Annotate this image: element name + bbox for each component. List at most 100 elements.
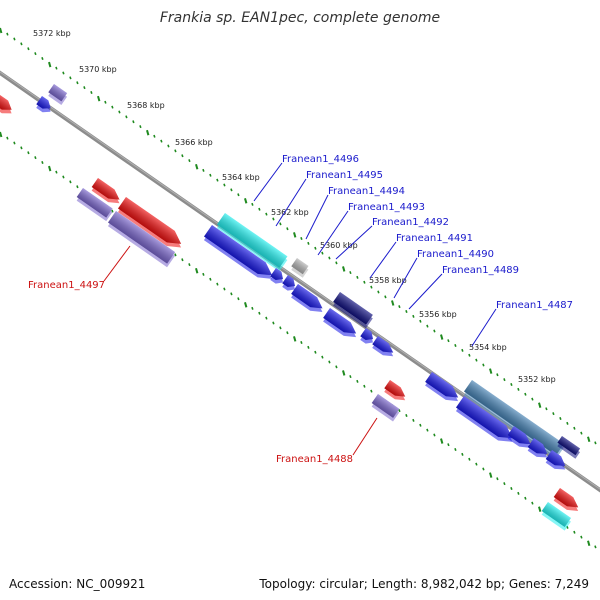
minor-tick: [552, 412, 555, 416]
gene-label-franean1-4493[interactable]: Franean1_4493: [348, 202, 425, 213]
gene-feature[interactable]: [383, 380, 410, 404]
scale-labels: 5372 kbp 5370 kbp 5368 kbp 5366 kbp 5364…: [33, 29, 556, 384]
major-tick: [244, 302, 248, 308]
minor-tick: [454, 344, 457, 348]
gene-feature[interactable]: [90, 178, 124, 208]
gene-label-franean1-4494[interactable]: Franean1_4494: [328, 186, 405, 197]
gene-label-franean1-4491[interactable]: Franean1_4491: [396, 233, 473, 244]
gene-feature-shading: [323, 308, 357, 334]
gene-feature-shading: [557, 436, 581, 456]
minor-tick: [167, 144, 170, 148]
gene-feature-shading: [108, 211, 176, 264]
gene-label-franean1-4497[interactable]: Franean1_4497: [28, 280, 105, 291]
gene-feature[interactable]: [47, 84, 69, 105]
gene-feature[interactable]: [462, 380, 565, 460]
major-tick: [538, 402, 542, 408]
gene-feature[interactable]: [454, 396, 518, 448]
minor-tick: [398, 409, 401, 413]
minor-tick: [216, 178, 219, 182]
major-tick: [244, 198, 248, 204]
gene-feature[interactable]: [289, 284, 327, 317]
minor-tick: [573, 530, 576, 534]
gene-feature[interactable]: [423, 372, 463, 406]
minor-tick: [6, 136, 9, 140]
minor-tick: [69, 180, 72, 184]
gene-feature[interactable]: [116, 197, 186, 253]
gene-feature[interactable]: [540, 502, 573, 531]
gene-feature[interactable]: [321, 308, 361, 342]
minor-tick: [468, 457, 471, 461]
minor-tick: [174, 149, 177, 153]
major-tick: [293, 232, 297, 238]
minor-tick: [524, 496, 527, 500]
minor-tick: [279, 326, 282, 330]
gene-feature[interactable]: [552, 488, 583, 515]
minor-tick: [300, 340, 303, 344]
gene-feature[interactable]: [35, 96, 56, 116]
minor-tick: [447, 339, 450, 343]
gene-label-franean1-4489[interactable]: Franean1_4489: [442, 265, 519, 276]
minor-tick: [202, 272, 205, 276]
minor-tick: [517, 491, 520, 495]
gene-feature[interactable]: [556, 436, 582, 459]
gene-feature[interactable]: [526, 438, 552, 462]
leader-line: [305, 194, 329, 240]
gene-feature[interactable]: [331, 292, 374, 329]
gene-feature[interactable]: [0, 95, 16, 118]
minor-tick: [454, 448, 457, 452]
minor-tick: [55, 170, 58, 174]
major-tick: [391, 300, 395, 306]
minor-tick: [328, 256, 331, 260]
gene-feature[interactable]: [359, 328, 378, 347]
minor-tick: [307, 345, 310, 349]
minor-tick: [573, 426, 576, 430]
minor-tick: [132, 120, 135, 124]
minor-tick: [230, 188, 233, 192]
minor-tick: [475, 358, 478, 362]
gene-feature[interactable]: [106, 211, 176, 268]
minor-tick: [503, 378, 506, 382]
minor-tick: [209, 277, 212, 281]
scale-ticks-upper: [0, 27, 597, 445]
gene-feature-shading: [371, 394, 400, 418]
minor-tick: [426, 324, 429, 328]
scale-label: 5352 kbp: [518, 375, 556, 384]
minor-tick: [223, 287, 226, 291]
gene-label-franean1-4490[interactable]: Franean1_4490: [417, 249, 494, 260]
minor-tick: [468, 353, 471, 357]
major-tick: [489, 472, 493, 478]
gene-feature-shading: [270, 268, 283, 280]
minor-tick: [559, 417, 562, 421]
leader-line: [253, 162, 283, 202]
gene-label-franean1-4496[interactable]: Franean1_4496: [282, 154, 359, 165]
gene-label-franean1-4487[interactable]: Franean1_4487: [496, 300, 573, 311]
gene-feature[interactable]: [281, 275, 300, 294]
minor-tick: [20, 146, 23, 150]
minor-tick: [251, 306, 254, 310]
minor-tick: [6, 32, 9, 36]
gene-label-franean1-4495[interactable]: Franean1_4495: [306, 170, 383, 181]
minor-tick: [160, 139, 163, 143]
major-tick: [538, 506, 542, 512]
gene-feature-shading: [456, 396, 513, 439]
minor-tick: [405, 309, 408, 313]
gene-feature[interactable]: [75, 188, 114, 222]
gene-feature[interactable]: [506, 426, 535, 452]
gene-feature[interactable]: [544, 450, 570, 474]
gene-feature[interactable]: [371, 336, 398, 360]
gene-feature-shading: [0, 95, 12, 110]
gene-feature[interactable]: [370, 394, 401, 422]
minor-tick: [300, 236, 303, 240]
gene-feature-shading: [545, 450, 566, 466]
minor-tick: [419, 423, 422, 427]
gene-label-franean1-4492[interactable]: Franean1_4492: [372, 217, 449, 228]
gene-feature[interactable]: [202, 225, 277, 285]
minor-tick: [76, 185, 79, 189]
minor-tick: [370, 285, 373, 289]
gene-feature-shading: [76, 188, 113, 218]
gene-feature[interactable]: [290, 258, 311, 278]
gene-feature[interactable]: [215, 213, 289, 272]
gene-feature-shading: [384, 380, 406, 397]
gene-label-franean1-4488[interactable]: Franean1_4488: [276, 454, 353, 465]
gene-feature[interactable]: [269, 268, 288, 287]
